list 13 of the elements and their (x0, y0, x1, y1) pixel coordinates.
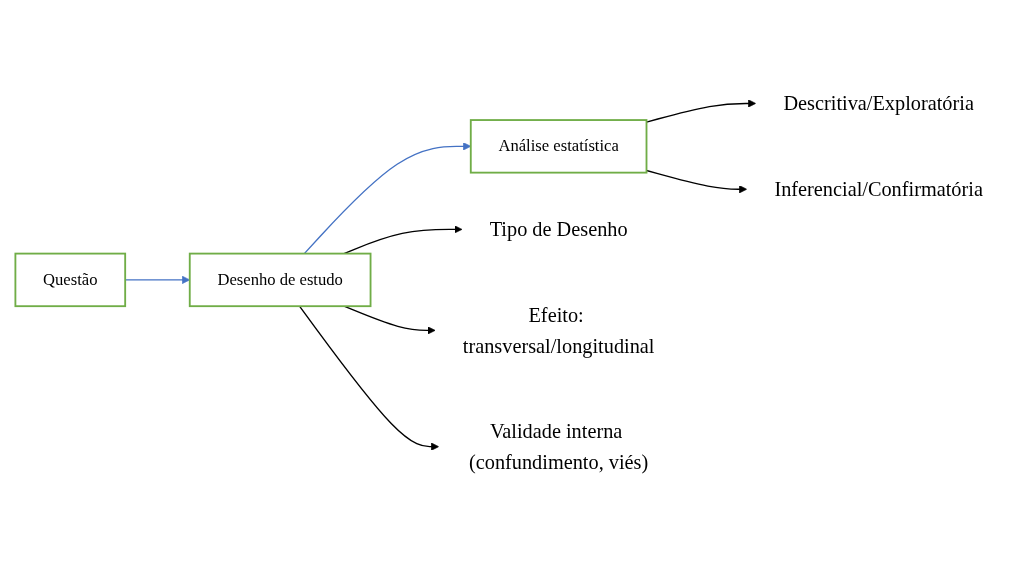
node-text: Inferencial/Confirmatória (773, 177, 983, 201)
node-box: Desenho de estudo (188, 252, 371, 307)
node-text: Tipo de Desenho (489, 217, 628, 241)
arrow (303, 142, 471, 255)
arrow (645, 169, 747, 194)
node-text: Efeito: transversal/longitudinal (462, 303, 654, 357)
arrow (298, 305, 439, 451)
node-box: Análise estatística (469, 118, 647, 174)
arrow (645, 99, 756, 123)
arrow (124, 275, 190, 284)
node-box: Questão (13, 252, 126, 307)
node-text: Descritiva/Exploratória (782, 91, 974, 115)
node-text: Validade interna (confundimento, viés) (468, 419, 648, 474)
